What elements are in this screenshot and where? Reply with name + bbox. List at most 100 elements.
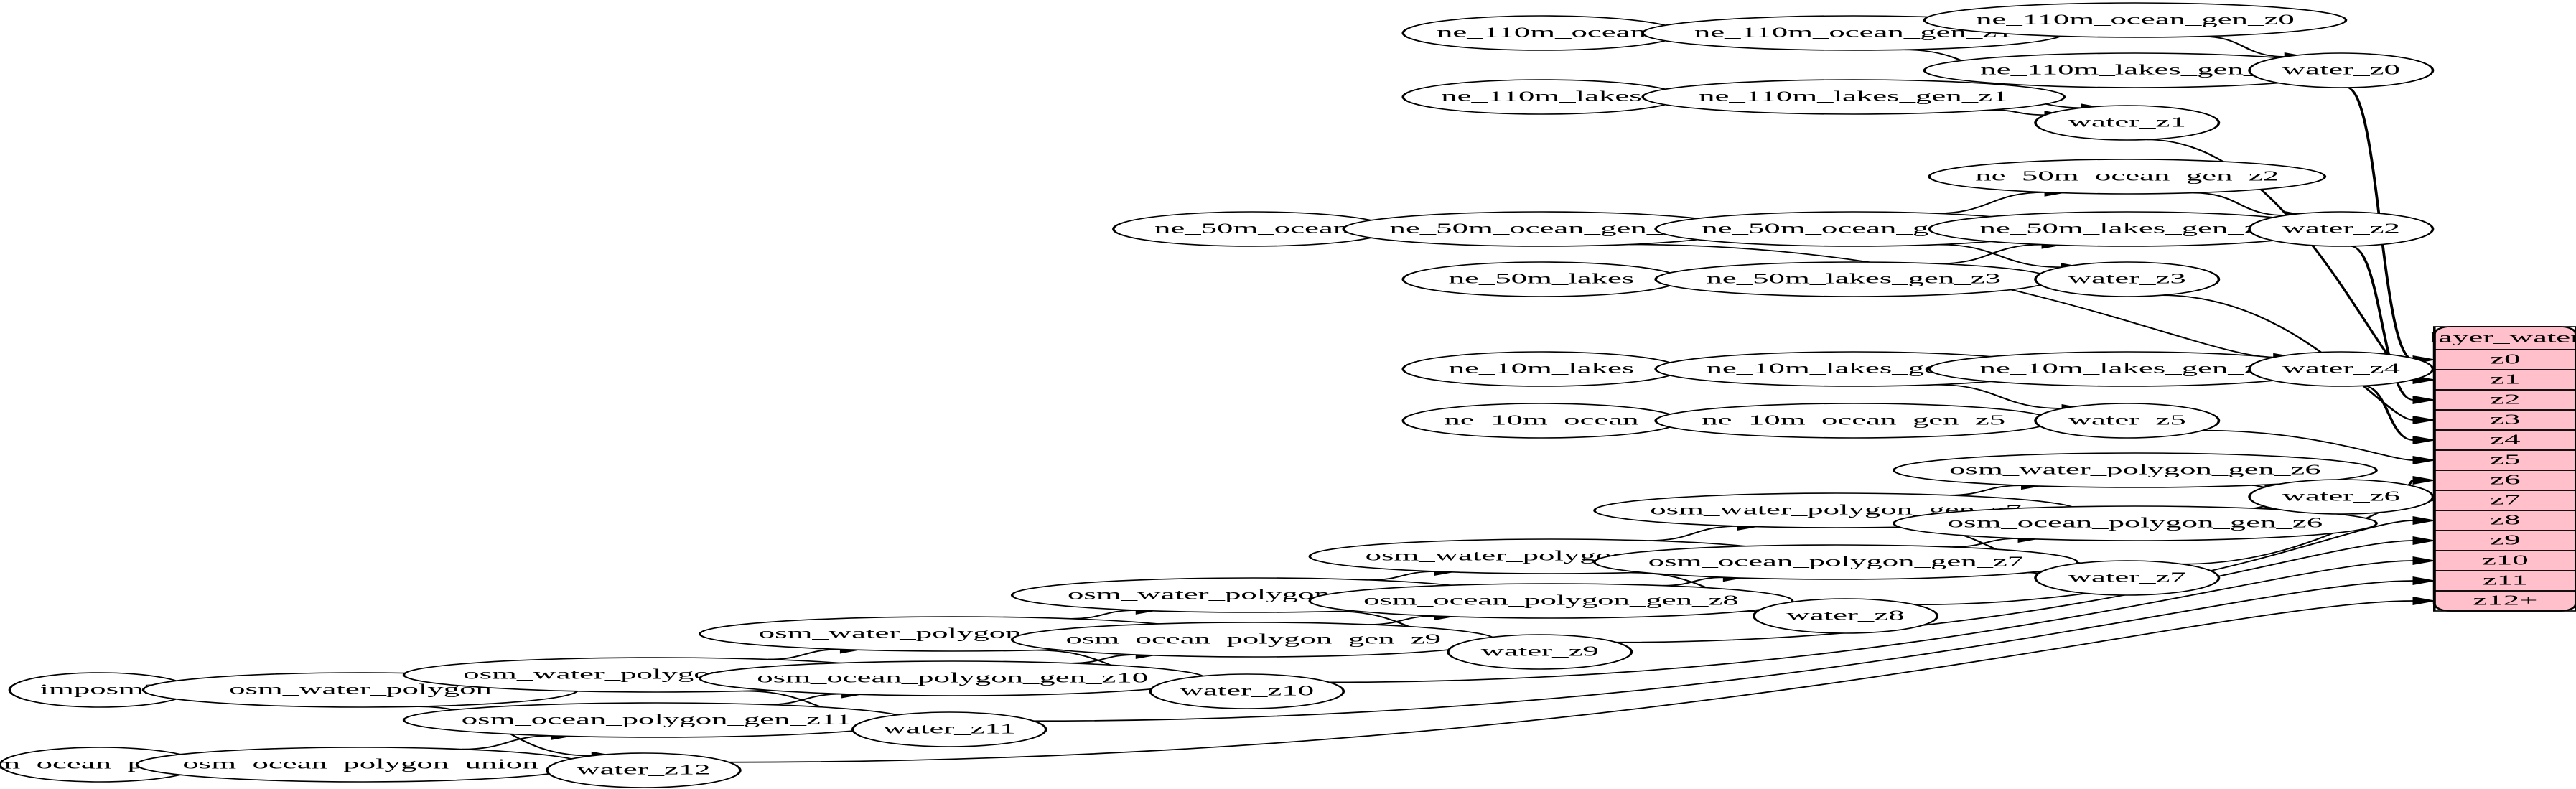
table-row-label: z8: [2490, 512, 2520, 528]
table-row-label: z9: [2490, 532, 2520, 548]
node-osm_ocean_polygon_gen_z8[interactable]: osm_ocean_polygon_gen_z8: [1308, 583, 1794, 619]
edge-water_z6-to-table:z6: [2407, 476, 2437, 486]
node-label: ne_110m_lakes_gen_z0: [1980, 62, 2290, 78]
node-water_z11[interactable]: water_z11: [851, 711, 1047, 747]
node-water_z3[interactable]: water_z3: [2034, 261, 2221, 297]
node-label: ne_50m_lakes_gen_z3: [1706, 271, 2001, 286]
table-row-label: z7: [2490, 492, 2520, 508]
edge-water_z2-to-table:z2: [2350, 246, 2437, 404]
node-label: ne_110m_lakes: [1441, 88, 1642, 104]
node-label: ne_110m_ocean_gen_z1: [1694, 24, 2013, 40]
table-row-label: z3: [2490, 411, 2520, 427]
table-row-label: z0: [2490, 351, 2520, 367]
node-label: ne_10m_lakes: [1449, 360, 1635, 376]
node-label: water_z6: [2282, 488, 2400, 504]
nodes-layer: imposm3 osm_water_polygon osm_ocean_polygo…: [0, 2, 2435, 788]
node-water_z8[interactable]: water_z8: [1753, 598, 1939, 634]
node-label: osm_water_polygon: [229, 681, 492, 697]
node-label: water_z9: [1481, 643, 1599, 659]
edge-water_z8-to-table:z8: [1915, 516, 2437, 606]
node-water_z1[interactable]: water_z1: [2034, 105, 2221, 141]
node-label: ne_10m_lakes_gen_z4: [1979, 360, 2274, 376]
node-water_z0[interactable]: water_z0: [2248, 52, 2435, 88]
node-ne_10m_ocean[interactable]: ne_10m_ocean: [1401, 403, 1681, 439]
node-label: ne_50m_lakes: [1449, 271, 1635, 286]
node-water_z9[interactable]: water_z9: [1447, 634, 1633, 670]
node-label: ne_50m_ocean_gen_z4: [1390, 220, 1694, 236]
node-ne_110m_ocean[interactable]: ne_110m_ocean: [1401, 15, 1681, 51]
node-water_z10[interactable]: water_z10: [1149, 673, 1345, 709]
node-label: osm_ocean_polygon_union: [182, 756, 538, 772]
node-label: water_z8: [1786, 607, 1904, 623]
node-osm_ocean_polygon_union[interactable]: osm_ocean_polygon_union: [135, 747, 586, 783]
node-label: osm_ocean_polygon_gen_z7: [1648, 554, 2024, 569]
node-ne_10m_lakes_gen_z4[interactable]: ne_10m_lakes_gen_z4: [1928, 351, 2327, 387]
node-ne_50m_lakes_gen_z2[interactable]: ne_50m_lakes_gen_z2: [1928, 211, 2327, 247]
node-label: ne_50m_ocean_gen_z3: [1702, 220, 2005, 236]
node-water_z2[interactable]: water_z2: [2248, 211, 2435, 247]
node-water_z4[interactable]: water_z4: [2248, 351, 2435, 387]
node-label: water_z10: [1180, 683, 1315, 699]
node-label: ne_10m_ocean_gen_z5: [1702, 412, 2005, 428]
table-row-label: z1: [2490, 371, 2520, 387]
node-water_z7[interactable]: water_z7: [2034, 560, 2221, 596]
node-label: water_z3: [2068, 271, 2186, 286]
node-label: water_z7: [2068, 569, 2186, 585]
node-label: ne_10m_lakes_gen_z5: [1706, 360, 2001, 376]
node-ne_10m_ocean_gen_z5[interactable]: ne_10m_ocean_gen_z5: [1654, 403, 2053, 439]
node-osm_ocean_polygon_gen_z7[interactable]: osm_ocean_polygon_gen_z7: [1593, 544, 2079, 580]
node-ne_110m_ocean_gen_z0[interactable]: ne_110m_ocean_gen_z0: [1923, 2, 2348, 38]
node-label: water_z1: [2068, 114, 2186, 130]
table-row-label: z4: [2490, 431, 2520, 447]
node-label: ne_110m_ocean: [1437, 24, 1646, 40]
table-row-label: z12+: [2473, 592, 2537, 608]
edge-water_z10-to-table:z10: [1329, 556, 2437, 683]
node-osm_water_polygon_gen_z6[interactable]: osm_water_polygon_gen_z6: [1892, 452, 2378, 488]
node-imposm3[interactable]: imposm3: [8, 672, 192, 708]
node-ne_110m_lakes_gen_z0[interactable]: ne_110m_lakes_gen_z0: [1923, 52, 2348, 88]
node-label: osm_ocean_polygon_gen_z10: [757, 670, 1148, 686]
node-label: water_z11: [883, 721, 1016, 737]
node-label: ne_10m_ocean: [1444, 412, 1638, 428]
table-row-label: z11: [2483, 572, 2528, 588]
table-row-label: z2: [2490, 391, 2520, 407]
node-osm_ocean_polygon_gen_z10[interactable]: osm_ocean_polygon_gen_z10: [699, 660, 1207, 696]
node-ne_50m_lakes[interactable]: ne_50m_lakes: [1401, 261, 1681, 297]
node-label: osm_ocean_polygon_gen_z9: [1066, 631, 1442, 647]
table-row-label: z6: [2490, 472, 2520, 487]
node-osm_ocean_polygon_gen_z11[interactable]: osm_ocean_polygon_gen_z11: [402, 702, 911, 738]
table-row-label: z10: [2482, 552, 2529, 568]
node-ne_10m_lakes[interactable]: ne_10m_lakes: [1401, 351, 1681, 387]
node-label: osm_ocean_polygon_gen_z11: [462, 711, 851, 727]
node-label: osm_ocean_polygon_gen_z6: [1948, 515, 2323, 531]
node-ne_110m_lakes[interactable]: ne_110m_lakes: [1401, 79, 1681, 115]
node-label: osm_water_polygon_gen_z6: [1949, 462, 2321, 477]
node-label: imposm3: [40, 681, 160, 697]
node-label: osm_ocean_polygon_gen_z8: [1363, 592, 1739, 608]
node-ne_50m_ocean_gen_z2[interactable]: ne_50m_ocean_gen_z2: [1928, 159, 2327, 195]
table-title: layer_water: [2430, 330, 2576, 345]
node-water_z12[interactable]: water_z12: [546, 752, 742, 788]
layer-water-table: layer_waterz0z1z2z3z4z5z6z7z8z9z10z11z12…: [2430, 326, 2576, 612]
node-label: ne_50m_lakes_gen_z2: [1979, 220, 2274, 236]
node-ne_110m_lakes_gen_z1[interactable]: ne_110m_lakes_gen_z1: [1641, 79, 2066, 115]
node-label: ne_50m_ocean_gen_z2: [1975, 168, 2279, 184]
node-label: water_z4: [2282, 360, 2400, 376]
node-label: ne_50m_ocean: [1154, 220, 1349, 236]
node-label: water_z5: [2068, 412, 2186, 428]
node-osm_ocean_polygon_gen_z6[interactable]: osm_ocean_polygon_gen_z6: [1892, 505, 2378, 541]
edge-water_z5-to-table:z5: [2203, 429, 2437, 464]
node-label: osm_water_polygon_gen_z7: [1650, 502, 2022, 518]
node-label: ne_110m_ocean_gen_z0: [1976, 11, 2295, 27]
node-label: water_z0: [2282, 62, 2400, 78]
node-osm_ocean_polygon_gen_z9[interactable]: osm_ocean_polygon_gen_z9: [1010, 622, 1496, 658]
edge-water_z11-to-table:z11: [1033, 576, 2437, 722]
node-label: ne_110m_lakes_gen_z1: [1699, 88, 2008, 104]
node-ne_50m_lakes_gen_z3[interactable]: ne_50m_lakes_gen_z3: [1654, 261, 2053, 297]
node-water_z6[interactable]: water_z6: [2248, 479, 2435, 515]
node-water_z5[interactable]: water_z5: [2034, 403, 2221, 439]
edge-water_z4-to-table:z4: [2362, 385, 2437, 444]
node-label: water_z12: [577, 762, 711, 778]
edge-water_z12-to-table:z12+: [729, 597, 2437, 763]
